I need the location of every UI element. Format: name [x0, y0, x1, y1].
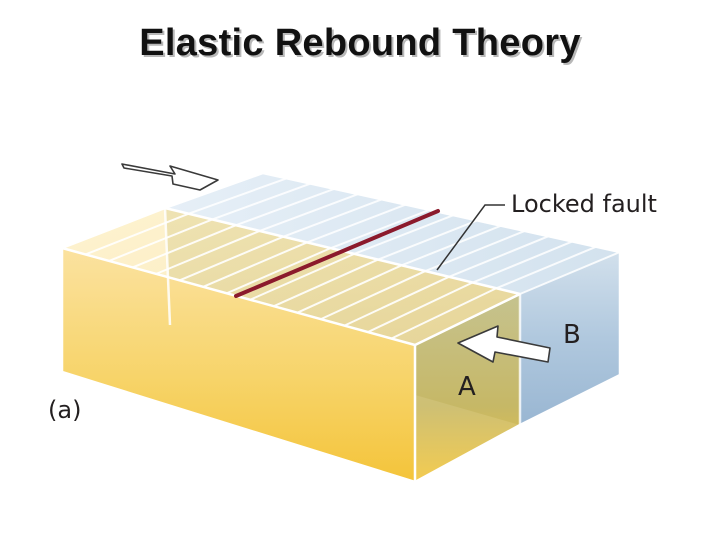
strain-line-a — [85, 212, 190, 256]
strain-line-a — [202, 241, 308, 288]
block-a-top — [62, 208, 520, 345]
strain-line-a — [391, 287, 497, 340]
strain-line-b — [259, 193, 359, 232]
panel-label: (a) — [48, 396, 81, 424]
strain-line-b — [282, 198, 383, 238]
strain-line-a — [108, 218, 213, 262]
strain-line-b — [519, 251, 621, 295]
strain-line-a — [179, 235, 284, 282]
block-b-label: B — [563, 320, 581, 350]
strain-line-a — [155, 230, 261, 275]
fault-label: Locked fault — [511, 190, 657, 218]
strain-line-b — [401, 224, 502, 267]
strain-line-a — [296, 264, 403, 314]
slide-title: Elastic Rebound Theory — [139, 22, 581, 64]
block-a-label: A — [458, 372, 476, 402]
strain-line-b — [472, 240, 573, 284]
motion-arrow-right — [457, 325, 551, 363]
strain-line-a — [132, 224, 237, 269]
motion-arrow-top — [121, 163, 219, 191]
strain-line-b — [330, 208, 430, 250]
strain-line-b — [211, 182, 311, 221]
block-b-side — [520, 252, 620, 425]
block-a-front — [62, 248, 415, 482]
strain-line-b — [448, 235, 549, 278]
strain-line-a — [249, 252, 355, 301]
strain-line-b — [353, 214, 454, 255]
block-b-top — [165, 173, 620, 294]
strain-line-b — [377, 219, 478, 261]
strain-line-b — [306, 203, 407, 244]
strain-line-a — [367, 281, 474, 333]
strain-line-a — [226, 247, 332, 295]
strain-line-a — [343, 275, 450, 327]
strain-line-b — [188, 177, 288, 215]
strain-line-a — [273, 258, 379, 308]
locked-fault-trace — [234, 209, 440, 298]
strain-line-a — [320, 270, 426, 321]
strain-line-b — [235, 187, 335, 227]
strain-line-b — [495, 245, 597, 290]
fault-label-leader — [436, 204, 505, 271]
